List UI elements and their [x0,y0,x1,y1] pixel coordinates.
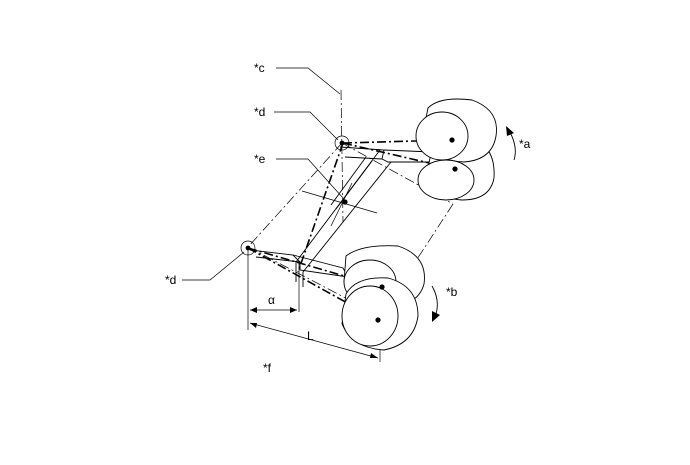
leader-lines [182,67,344,281]
rotation-arrow-front [506,126,516,161]
label-alpha: α [268,293,275,307]
label-b: *b [446,285,458,299]
label-f: *f [263,361,272,375]
label-c: *c [254,61,265,75]
label-a: *a [519,137,531,151]
chassis-frame [249,146,456,287]
rear-wheel-assembly [341,245,425,351]
label-d-top: *d [254,105,265,119]
label-length: L [307,329,314,343]
rotation-arrow-rear [431,285,440,322]
length-dimension [249,322,379,359]
pivot-points [240,135,350,256]
alpha-dimension [250,307,297,313]
front-wheel-assembly [415,98,497,201]
label-d-bottom: *d [165,273,176,287]
center-reference-cross [301,182,378,227]
label-e: *e [254,152,266,166]
